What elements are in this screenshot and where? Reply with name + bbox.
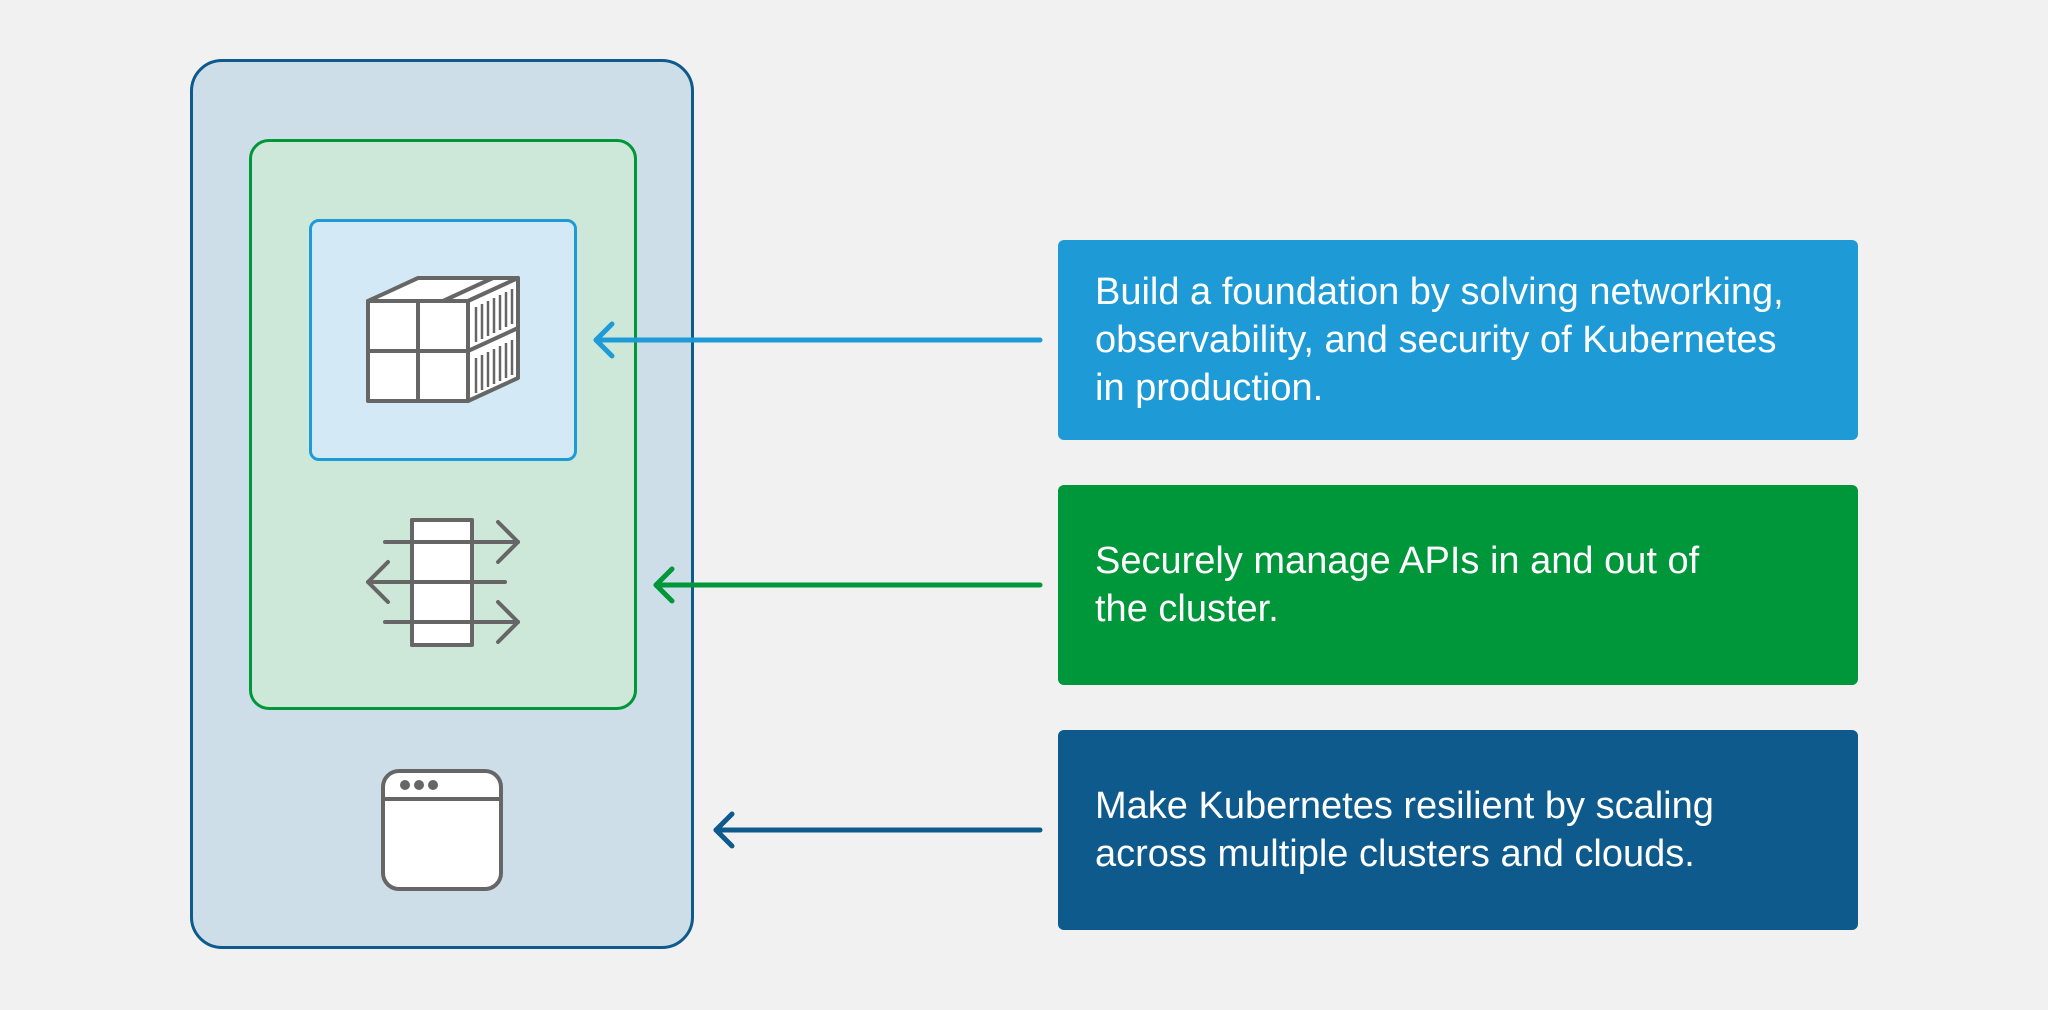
arrow-to-cluster [713,811,1043,849]
callout-text-line: Make Kubernetes resilient by scaling [1095,785,1714,827]
callout-text-line: in production. [1095,367,1324,409]
arrow-to-service-mesh [593,321,1043,359]
arrow-to-api-gateway [653,566,1043,604]
callout-foundation: Build a foundation by solving networking… [1058,240,1858,440]
callout-api-management: Securely manage APIs in and out of the c… [1058,485,1858,685]
api-gateway-arrows-icon [366,518,520,647]
callout-text-line: the cluster. [1095,588,1279,630]
callout-text-line: Build a foundation by solving networking… [1095,271,1784,313]
browser-window-icon [381,769,503,891]
callout-text-line: across multiple clusters and clouds. [1095,833,1695,875]
container-cube-icon [366,276,520,403]
callout-resilience: Make Kubernetes resilient by scaling acr… [1058,730,1858,930]
callout-text-line: observability, and security of Kubernete… [1095,319,1777,361]
callout-text-line: Securely manage APIs in and out of [1095,540,1700,582]
